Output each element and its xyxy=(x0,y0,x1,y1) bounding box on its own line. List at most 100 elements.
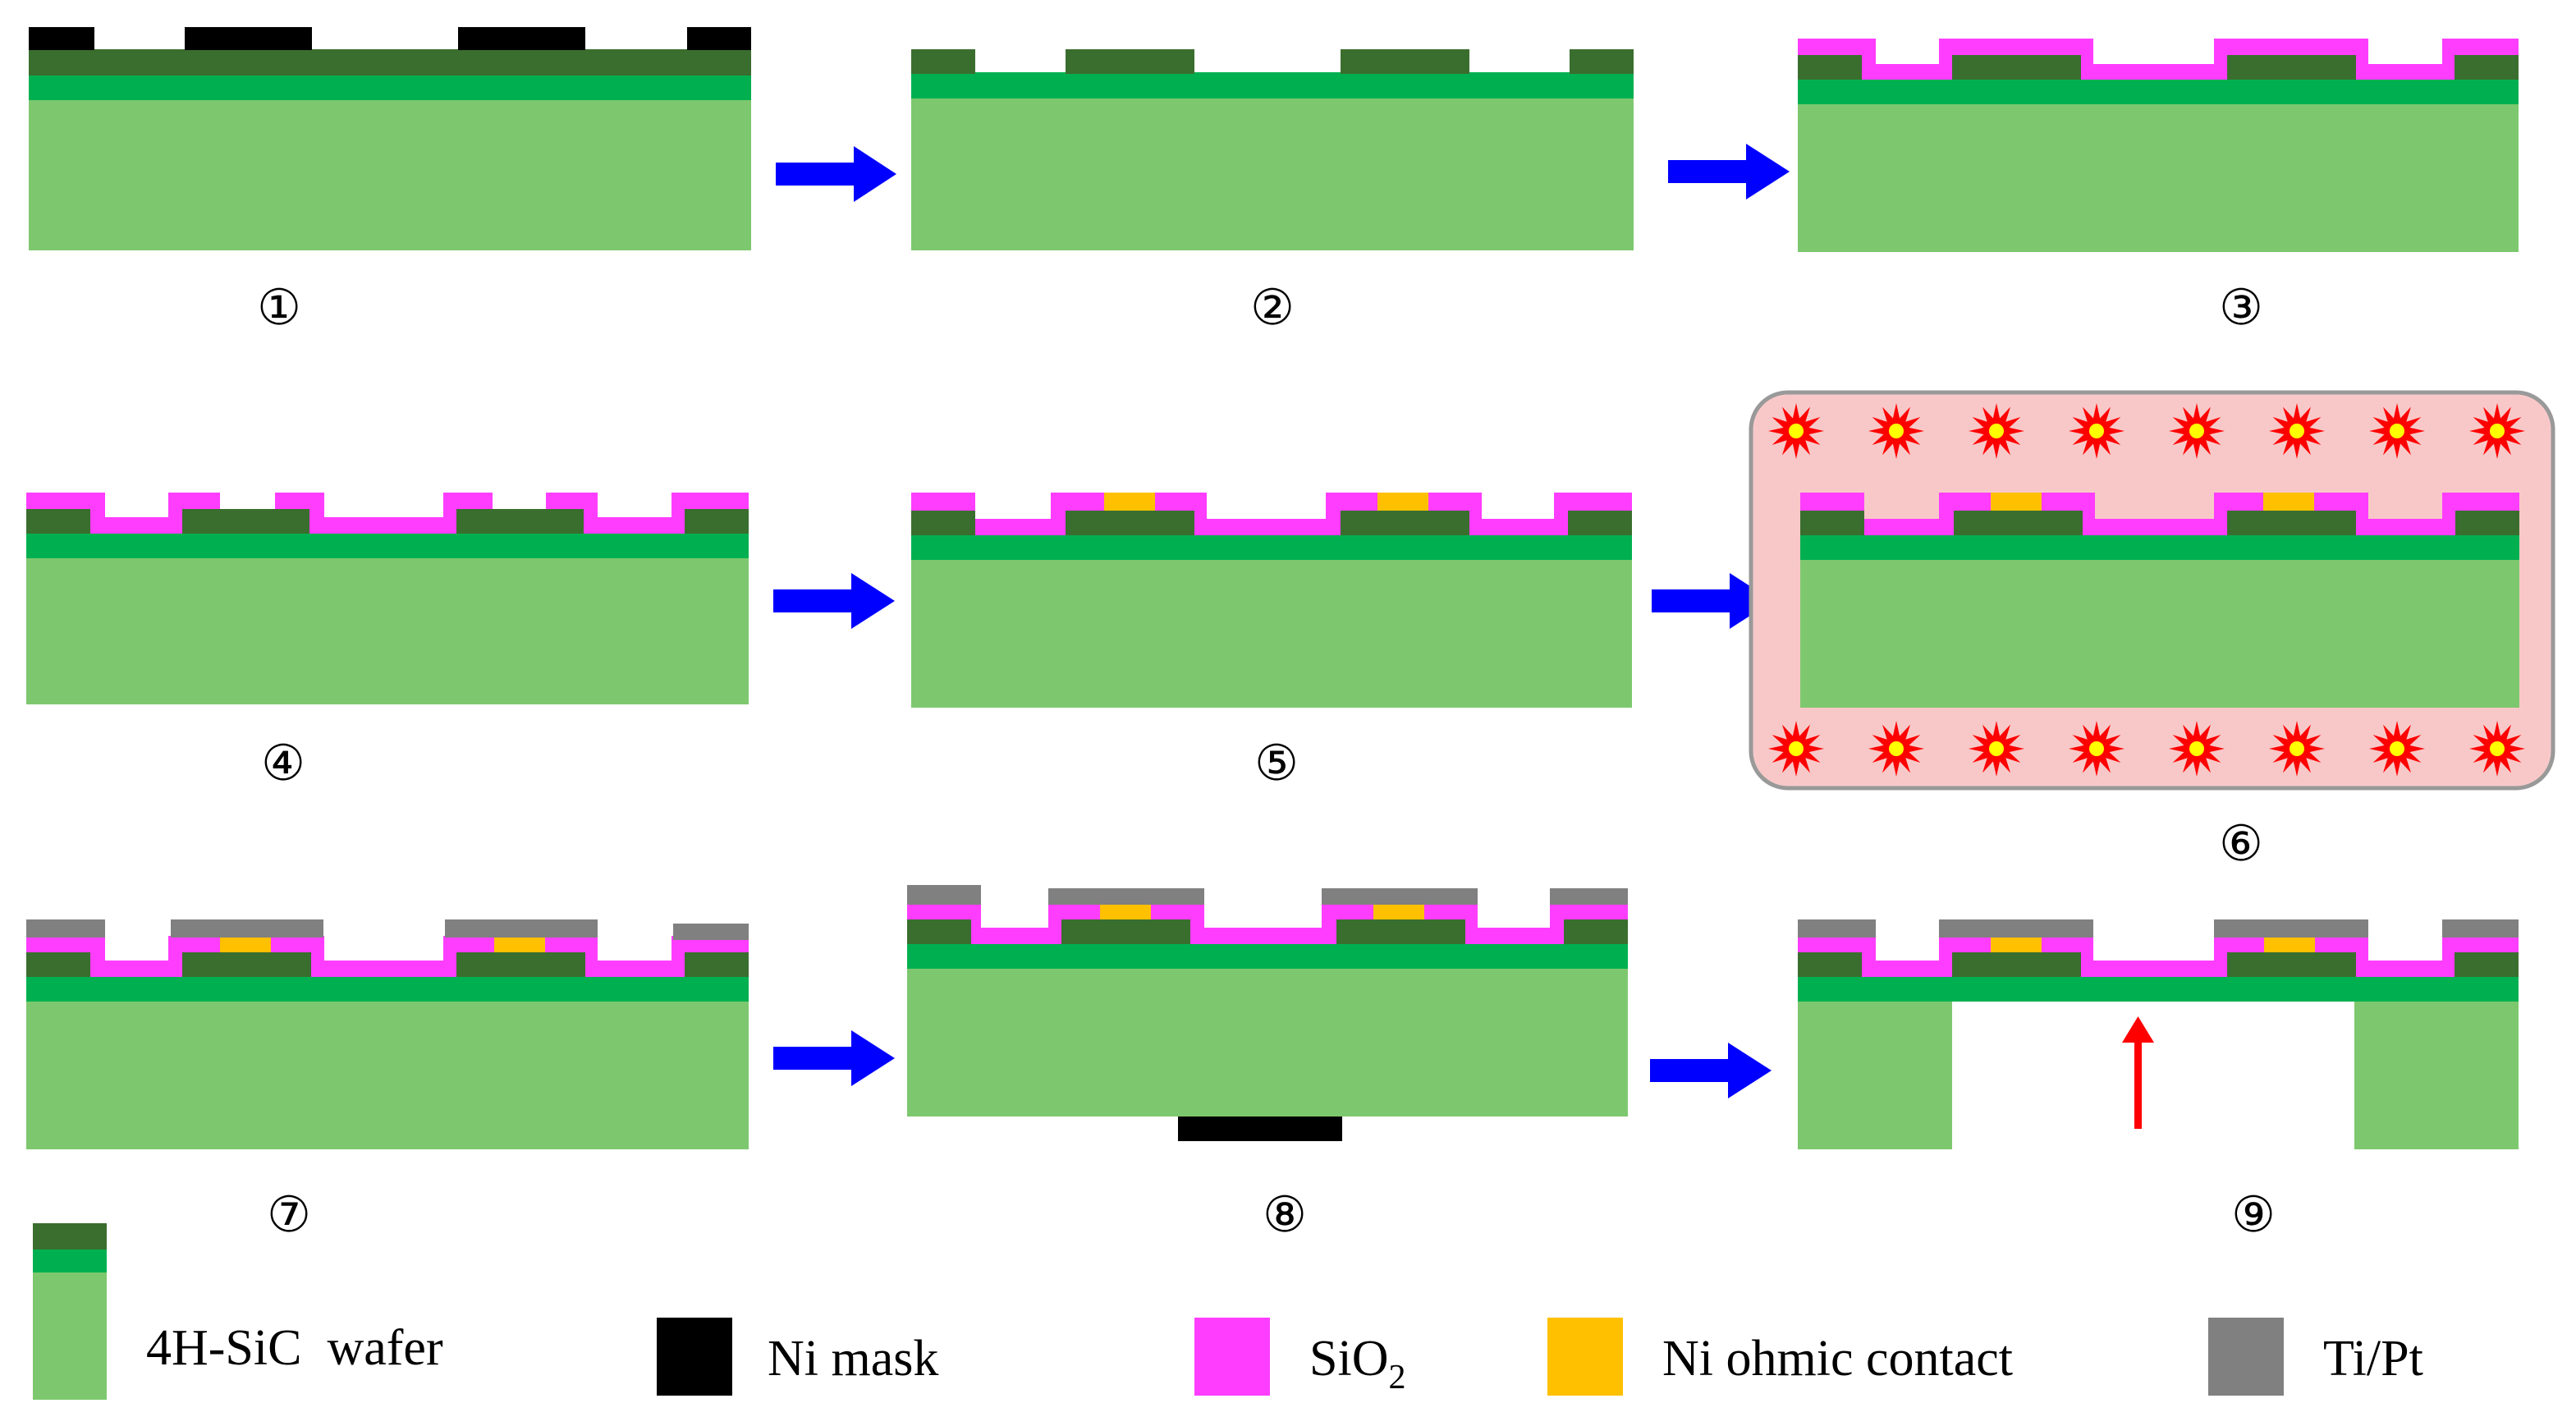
epi-layer xyxy=(1800,534,2519,560)
legend-ni-ohmic-swatch xyxy=(1547,1318,1623,1396)
mesa xyxy=(907,919,971,944)
mesa xyxy=(182,509,309,534)
epi-layer xyxy=(911,72,1634,99)
right-arrow-icon xyxy=(1650,1043,1772,1098)
substrate xyxy=(911,97,1634,250)
ti-pt-electrode xyxy=(2442,919,2519,938)
ni-mask-block xyxy=(29,27,94,50)
epi-layer xyxy=(26,975,749,1002)
sio2-patterned xyxy=(275,493,493,534)
epi-layer xyxy=(911,534,1632,560)
ni-ohmic-contact xyxy=(1991,936,2042,952)
ni-ohmic-contact xyxy=(1377,493,1428,511)
starburst-icon xyxy=(2269,403,2325,459)
ni-ohmic-contact xyxy=(2264,936,2315,952)
starburst-icon xyxy=(2469,721,2525,777)
step-4-panel xyxy=(26,493,749,704)
mesa xyxy=(1061,919,1190,944)
sio2-subscript: 2 xyxy=(1388,1359,1405,1396)
up-arrow-icon xyxy=(2122,1016,2154,1129)
step-9-panel xyxy=(1798,919,2519,1149)
ni-ohmic-contact xyxy=(1991,493,2042,511)
step-7-label: ⑦ xyxy=(267,1186,311,1244)
mesa xyxy=(1798,55,1862,80)
sio2-layer xyxy=(907,903,1628,944)
legend-wafer-label: 4H-SiC wafer xyxy=(146,1320,443,1376)
step-2-label: ② xyxy=(1250,279,1295,337)
step-3-label: ③ xyxy=(2219,279,2263,337)
substrate xyxy=(911,558,1632,708)
substrate xyxy=(1800,558,2519,708)
right-arrow-icon xyxy=(773,573,895,629)
substrate xyxy=(1798,103,2519,252)
legend-tipt-swatch xyxy=(2208,1318,2284,1396)
step-8-panel xyxy=(907,885,1628,1141)
mesa xyxy=(1954,511,2083,535)
ti-pt-electrode xyxy=(26,919,105,938)
starburst-icon xyxy=(2169,403,2225,459)
step-1-label: ① xyxy=(257,279,301,337)
starburst-icon xyxy=(1768,403,1824,459)
ni-mask-block xyxy=(687,27,751,50)
substrate xyxy=(29,99,751,250)
ni-ohmic-contact xyxy=(1373,903,1424,919)
mesa xyxy=(2227,952,2356,977)
right-arrow-icon xyxy=(1668,144,1790,199)
sio2-layer xyxy=(911,493,1632,535)
ni-ohmic-contact xyxy=(2263,493,2314,511)
ti-pt-electrode xyxy=(907,885,981,905)
starburst-icon xyxy=(2269,721,2325,777)
mesa xyxy=(182,952,311,977)
epi-layer xyxy=(1798,78,2519,104)
ni-ohmic-contact xyxy=(1104,493,1155,511)
legend: 4H-SiC wafer Ni mask SiO2 Ni ohmic conta… xyxy=(33,1223,2423,1400)
backside-ni-mask xyxy=(1178,1116,1342,1141)
step-2-panel xyxy=(911,49,1634,250)
mesa xyxy=(2455,952,2519,977)
starburst-icon xyxy=(2069,721,2125,777)
starburst-icon xyxy=(1868,721,1924,777)
starburst-icon xyxy=(2169,721,2225,777)
mesa xyxy=(1800,511,1864,535)
step-1-panel xyxy=(29,27,751,250)
starburst-icon xyxy=(2369,721,2425,777)
mesa xyxy=(1570,49,1634,74)
epi-layer xyxy=(29,74,751,100)
legend-ni-mask-label: Ni mask xyxy=(768,1331,938,1387)
step-6-label: ⑥ xyxy=(2219,815,2263,873)
step-5-label: ⑤ xyxy=(1254,735,1299,792)
starburst-icon xyxy=(2469,403,2525,459)
mesa xyxy=(1341,511,1469,535)
sio2-layer xyxy=(1798,39,2519,80)
mesa xyxy=(456,509,584,534)
epi-membrane xyxy=(1798,975,2519,1002)
mesa xyxy=(26,509,90,534)
substrate-right xyxy=(2354,1000,2519,1149)
mesa xyxy=(1952,952,2081,977)
mesa xyxy=(2455,511,2519,535)
mesa xyxy=(2227,55,2356,80)
legend-ni-mask-swatch xyxy=(657,1318,732,1396)
step-6-panel xyxy=(1749,390,2555,791)
mesa xyxy=(685,952,749,977)
legend-ni-ohmic-label: Ni ohmic contact xyxy=(1662,1331,2013,1387)
mesa xyxy=(456,952,585,977)
step-8-label: ⑧ xyxy=(1263,1186,1307,1244)
ti-pt-electrode xyxy=(1798,919,1876,938)
step-3-panel xyxy=(1798,39,2519,252)
sio2-patterned xyxy=(26,493,220,534)
step-5-panel xyxy=(911,493,1632,708)
substrate xyxy=(26,557,749,704)
mesa xyxy=(1564,919,1628,944)
mesa xyxy=(1798,952,1862,977)
ti-pt-electrode xyxy=(1322,888,1478,905)
mesa xyxy=(1952,55,2081,80)
sio2-layer xyxy=(1800,493,2519,535)
sio2-base: SiO xyxy=(1309,1331,1388,1387)
mesa xyxy=(2227,511,2356,535)
starburst-icon xyxy=(2369,403,2425,459)
mesa xyxy=(1066,511,1194,535)
starburst-icon xyxy=(1868,403,1924,459)
mesa xyxy=(26,952,90,977)
substrate xyxy=(907,967,1628,1116)
